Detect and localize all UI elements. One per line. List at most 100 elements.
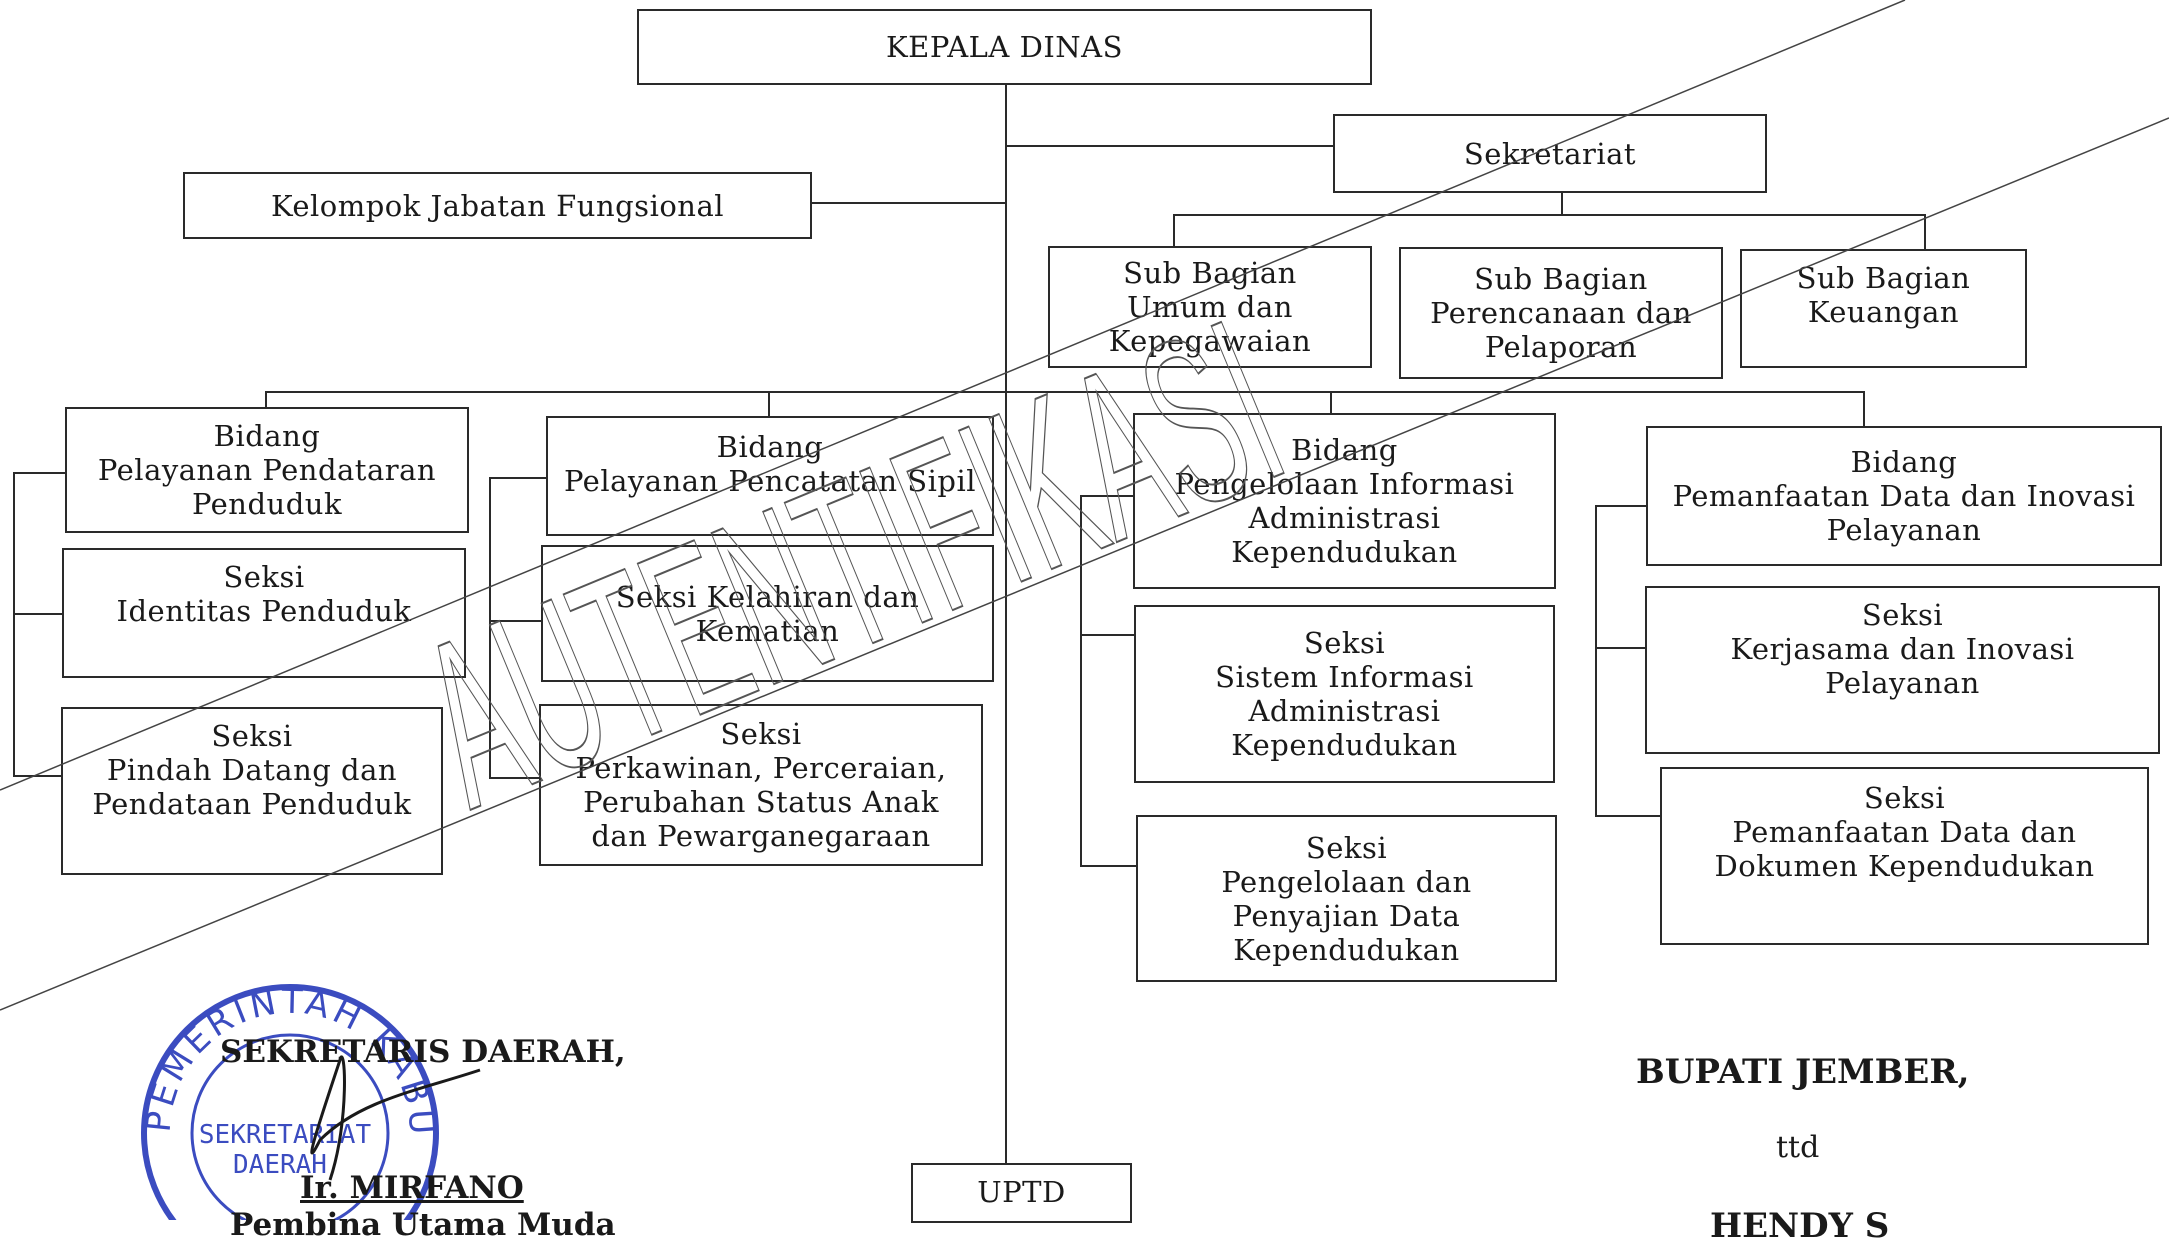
section-1a-line: Identitas Penduduk [116,594,412,628]
bracket-col1-mid [13,613,63,615]
section-box-3a: Seksi Sistem Informasi Administrasi Kepe… [1134,605,1555,783]
functional-group-label: Kelompok Jabatan Fungsional [270,188,725,223]
division-2-line: Bidang [716,430,824,464]
subsection-3-line: Keuangan [1807,295,1960,329]
division-drop-2 [768,391,770,417]
watermark-diagonal-line-1 [0,0,1906,791]
bracket-col4-top [1595,505,1649,507]
bracket-col3-bot [1080,865,1137,867]
head-label: KEPALA DINAS [886,30,1123,64]
section-1b-line: Seksi [211,719,293,753]
section-box-2b: Seksi Perkawinan, Perceraian, Perubahan … [539,704,983,866]
subsection-3-line: Sub Bagian [1796,261,1971,295]
section-2b-line: dan Pewarganegaraan [591,819,931,853]
division-4-line: Pelayanan [1826,513,1982,547]
bracket-col4-bot [1595,815,1661,817]
stamp-center-2: DAERAH [233,1150,327,1180]
division-box-1: Bidang Pelayanan Pendataran Penduduk [65,407,469,533]
section-2b-line: Perubahan Status Anak [583,785,939,819]
head-box: KEPALA DINAS [637,9,1372,85]
bracket-col2 [489,477,491,779]
subsection-drop-3 [1924,214,1926,252]
section-3b-line: Seksi [1305,830,1388,865]
overlay-layer: AUTENTIFIKASI PEMERINTAH KABUPATEN SEKRE… [0,0,2169,1220]
left-signature-name: Ir. MIRFANO [300,1170,524,1206]
bracket-col3-mid [1080,634,1135,636]
division-2-line: Pelayanan Pencatatan Sipil [563,464,977,498]
section-box-1a: Seksi Identitas Penduduk [62,548,466,678]
division-3-line: Pengelolaan Informasi [1174,467,1515,501]
subsection-1-line: Kepegawaian [1108,324,1312,358]
section-2a-line: Seksi Kelahiran dan [615,579,920,614]
bracket-col3-top [1080,495,1135,497]
division-bus [265,391,1865,393]
section-3b-line: Kependudukan [1233,932,1460,967]
section-1b-line: Pindah Datang dan [106,753,398,787]
right-signature-ttd: ttd [1776,1130,1820,1165]
stamp-center-1: SEKRETARIAT [199,1120,372,1150]
section-box-2a: Seksi Kelahiran dan Kematian [541,545,994,682]
section-2a-line: Kematian [695,613,840,648]
functional-connector [810,202,1007,204]
section-box-3b: Seksi Pengelolaan dan Penyajian Data Kep… [1136,815,1557,982]
division-1-line: Bidang [213,419,321,453]
subsection-drop-1 [1173,214,1175,248]
functional-group-box: Kelompok Jabatan Fungsional [183,172,812,239]
bracket-col2-mid [489,620,543,622]
section-3a-line: Kependudukan [1231,728,1458,762]
section-3a-line: Sistem Informasi [1215,660,1474,694]
secretariat-down-line [1561,192,1563,216]
watermark-diagonal-line-2 [0,117,2169,1011]
division-1-line: Pelayanan Pendataran [97,453,437,487]
subsection-box-3: Sub Bagian Keuangan [1740,249,2027,368]
section-4a-line: Seksi [1861,598,1944,632]
right-signature-title: BUPATI JEMBER, [1636,1052,1970,1092]
stamp-ring-text: PEMERINTAH KABUPATEN [0,0,442,1140]
division-drop-4 [1863,391,1865,427]
section-4b-line: Pemanfaatan Data dan [1732,815,2077,849]
bracket-col2-top [489,477,547,479]
bracket-col1-bot [13,775,63,777]
right-signature-name: HENDY S [1710,1206,1890,1246]
subsection-box-1: Sub Bagian Umum dan Kepegawaian [1048,246,1372,368]
division-1-line: Penduduk [191,487,343,521]
secretariat-connector [1005,145,1333,147]
division-3-line: Kependudukan [1231,535,1458,569]
section-3b-line: Penyajian Data [1232,898,1461,933]
division-box-2: Bidang Pelayanan Pencatatan Sipil [546,416,994,536]
division-drop-3 [1330,391,1332,415]
division-box-4: Bidang Pemanfaatan Data dan Inovasi Pela… [1646,426,2162,566]
bracket-col4 [1595,505,1597,817]
subsection-1-line: Umum dan [1127,290,1293,324]
bracket-col2-bot [489,777,543,779]
signature-stroke [310,1055,481,1181]
section-4a-line: Pelayanan [1825,666,1980,700]
left-signature-rank: Pembina Utama Muda [230,1207,616,1243]
division-3-line: Administrasi [1248,501,1441,535]
section-3a-line: Seksi [1303,626,1386,660]
section-1a-line: Seksi [223,560,305,594]
section-1b-line: Pendataan Penduduk [92,787,412,821]
secretariat-box: Sekretariat [1333,114,1767,193]
section-2b-line: Seksi [720,717,802,751]
bracket-col1 [13,472,15,777]
subsection-box-2: Sub Bagian Perencanaan dan Pelaporan [1399,247,1723,379]
secretariat-label: Sekretariat [1463,136,1637,171]
watermark-text: AUTENTIFIKASI [388,269,1315,857]
bracket-col1-top [13,472,65,474]
section-4a-line: Kerjasama dan Inovasi [1730,632,2075,666]
section-2b-line: Perkawinan, Perceraian, [575,751,947,785]
section-box-1b: Seksi Pindah Datang dan Pendataan Pendud… [61,707,443,875]
section-3b-line: Pengelolaan dan [1221,864,1472,899]
uptd-label: UPTD [977,1175,1066,1209]
section-3a-line: Administrasi [1248,694,1441,728]
division-4-line: Pemanfaatan Data dan Inovasi [1672,479,2136,513]
section-box-4b: Seksi Pemanfaatan Data dan Dokumen Kepen… [1660,767,2149,945]
bracket-col3 [1080,495,1082,867]
division-box-3: Bidang Pengelolaan Informasi Administras… [1133,413,1556,589]
section-4b-line: Dokumen Kependudukan [1714,849,2095,883]
subsection-bus [1173,214,1926,216]
division-4-line: Bidang [1850,445,1958,479]
section-box-4a: Seksi Kerjasama dan Inovasi Pelayanan [1645,586,2160,754]
division-drop-1 [265,391,267,409]
